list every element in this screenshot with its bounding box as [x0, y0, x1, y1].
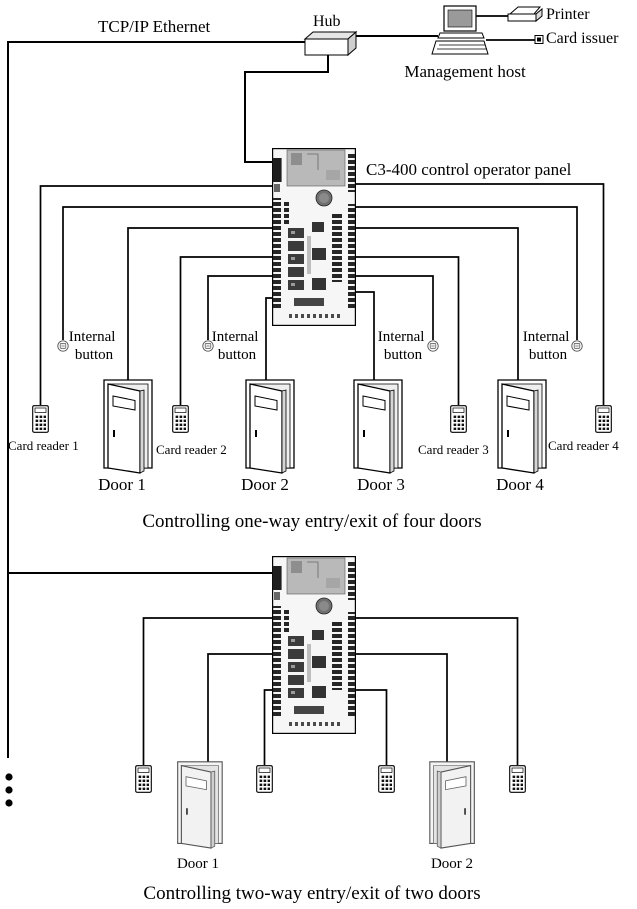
- door-label-1: Door 1: [177, 856, 219, 872]
- internal-button-label-line: Internal: [523, 329, 570, 345]
- wire-card-reader-entry-2: [356, 617, 519, 765]
- card-reader-icon: [450, 405, 467, 433]
- card-reader-icon: [509, 765, 526, 793]
- card-reader-icon: [595, 405, 612, 433]
- panel-1-wiring: [39, 183, 605, 405]
- card-reader-icon: [32, 405, 49, 433]
- network-hub-icon: [303, 30, 358, 57]
- card-reader-label-4: Card reader 4: [548, 438, 619, 453]
- internal-button-label-line: Internal: [378, 329, 425, 345]
- wire-door-1: [127, 227, 272, 380]
- wire-card-reader-exit-2: [356, 689, 388, 765]
- wire-card-reader-exit-1: [263, 689, 272, 765]
- section-caption-two-way: Controlling two-way entry/exit of two do…: [143, 883, 480, 904]
- door-icon: [429, 761, 475, 849]
- ethernet-label: TCP/IP Ethernet: [98, 17, 210, 36]
- internal-button-label-line: button: [75, 347, 114, 363]
- panel-2-wiring: [142, 617, 519, 765]
- door-icon: [103, 379, 153, 474]
- wire-door-4: [356, 227, 519, 380]
- wire-card-reader-2: [179, 256, 272, 405]
- wire-door-3: [356, 291, 375, 380]
- internal-button-label-1: Internal button: [69, 329, 119, 363]
- door-label-2: Door 2: [241, 475, 289, 494]
- control-board-icon: [272, 148, 356, 326]
- exit-button-icon: [57, 340, 69, 352]
- card-reader-label-1: Card reader 1: [8, 438, 79, 453]
- internal-button-label-line: button: [218, 347, 257, 363]
- card-reader-label-2: Card reader 2: [156, 442, 227, 457]
- door-icon: [245, 379, 295, 474]
- card-issuer-label: Card issuer: [546, 30, 619, 47]
- exit-button-icon: [571, 340, 583, 352]
- control-panel-label: C3-400 control operator panel: [366, 160, 572, 179]
- ethernet-trunk-line: [7, 41, 305, 758]
- card-reader-icon: [135, 765, 152, 793]
- card-reader-icon: [172, 405, 189, 433]
- wire-card-reader-1: [39, 185, 272, 405]
- card-reader-label-3: Card reader 3: [418, 442, 489, 457]
- desktop-computer-icon: [431, 5, 489, 55]
- wire-internal-button-3: [356, 275, 434, 340]
- door-icon-mirrored: [429, 761, 475, 849]
- wire-door-1: [207, 653, 272, 762]
- card-reader-icon: [378, 765, 395, 793]
- printer-icon: [507, 6, 543, 23]
- control-board-icon: [272, 556, 356, 734]
- internal-button-label-line: Internal: [69, 329, 116, 345]
- door-label-3: Door 3: [357, 475, 405, 494]
- wire-card-reader-4: [356, 183, 605, 405]
- wire-internal-button-1: [62, 206, 272, 340]
- internal-button-label-line: Internal: [212, 329, 259, 345]
- wire-door-2: [265, 297, 272, 380]
- exit-button-icon: [427, 340, 439, 352]
- door-icon: [497, 379, 547, 474]
- door-icon: [353, 379, 403, 474]
- door-label-4: Door 4: [496, 475, 544, 494]
- printer-label: Printer: [546, 6, 590, 23]
- internal-button-label-line: button: [529, 347, 568, 363]
- card-reader-icon: [256, 765, 273, 793]
- wire-door-2: [356, 653, 448, 762]
- hub-label: Hub: [313, 13, 341, 30]
- more-panels-ellipsis-icon: [5, 773, 13, 807]
- hub-to-panel-1-line: [244, 55, 329, 163]
- internal-button-label-2: Internal button: [212, 329, 262, 363]
- door-icon: [177, 761, 223, 849]
- wire-internal-button-2: [207, 275, 272, 340]
- wire-card-reader-3: [356, 256, 460, 405]
- door-label-2: Door 2: [431, 856, 473, 872]
- section-caption-one-way: Controlling one-way entry/exit of four d…: [142, 511, 481, 532]
- wire-card-reader-entry-1: [142, 617, 272, 765]
- door-label-1: Door 1: [98, 475, 146, 494]
- internal-button-label-line: button: [384, 347, 423, 363]
- card-issuer-icon: [534, 35, 544, 44]
- management-host-label: Management host: [404, 62, 526, 81]
- internal-button-label-4: Internal button: [523, 329, 573, 363]
- internal-button-label-3: Internal button: [378, 329, 428, 363]
- wire-internal-button-4: [356, 206, 578, 340]
